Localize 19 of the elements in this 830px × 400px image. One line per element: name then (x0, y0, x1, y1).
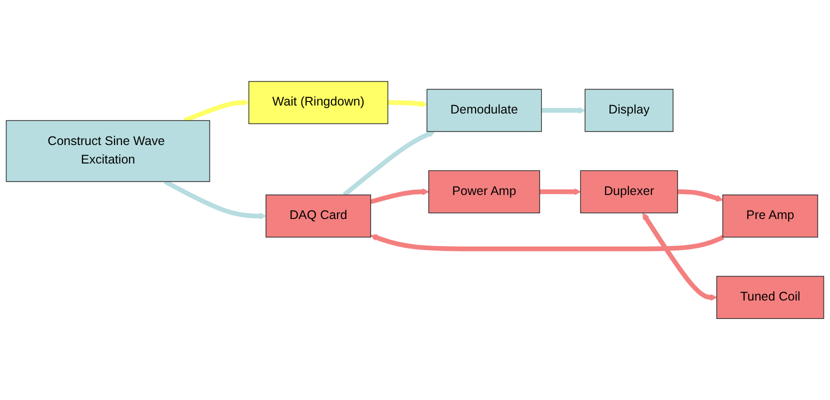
arrow (540, 188, 581, 196)
node-box: Display (584, 88, 674, 132)
arrow (642, 212, 718, 301)
arrow (164, 180, 266, 220)
arrow (342, 130, 436, 197)
arrow (370, 234, 724, 252)
node-box: DAQ Card (266, 194, 372, 238)
arrow (183, 99, 250, 123)
node-box: Duplexer (580, 170, 678, 214)
arrow (541, 106, 586, 114)
arrow (678, 189, 724, 202)
arrow (370, 188, 430, 204)
node-box: Wait (Ringdown) (248, 81, 388, 124)
arrow (388, 100, 428, 108)
node-box: Demodulate (426, 88, 542, 132)
node-box: Tuned Coil (716, 276, 824, 319)
node-box: Pre Amp (722, 194, 818, 238)
node-box: Power Amp (428, 170, 540, 214)
node-box: Construct Sine Wave Excitation (6, 120, 210, 182)
